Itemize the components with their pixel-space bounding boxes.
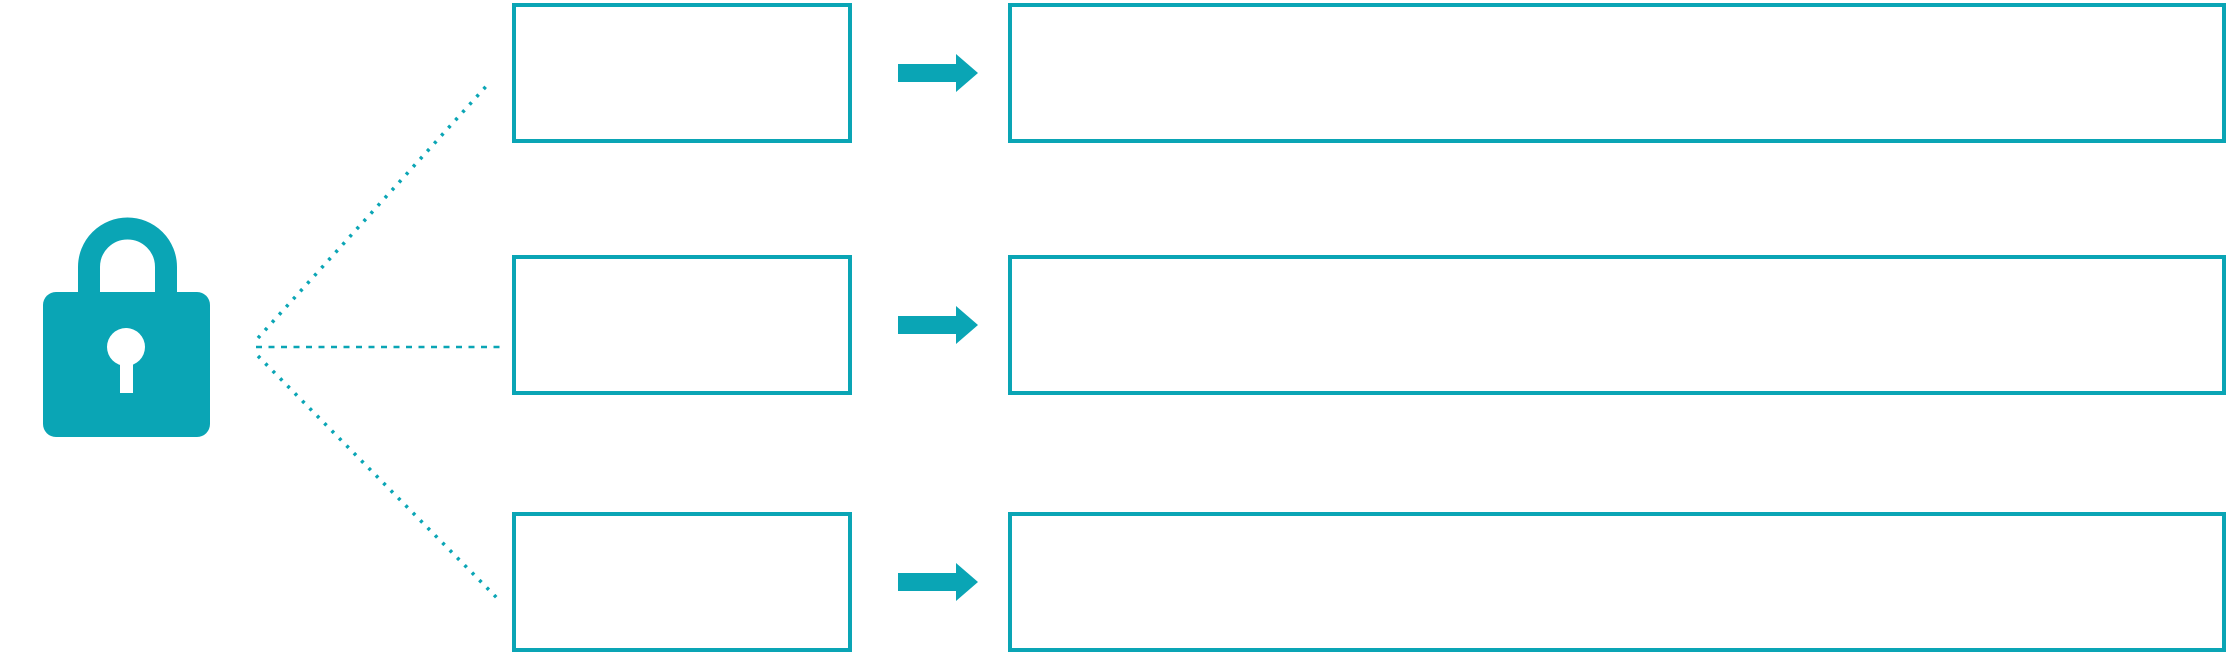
keyhole-icon <box>107 328 145 366</box>
source-box-3 <box>512 512 852 652</box>
dotted-connector-bottom <box>256 354 499 600</box>
source-box-2 <box>512 255 852 395</box>
right-arrow-icon <box>898 563 978 601</box>
right-arrow-icon <box>898 54 978 92</box>
source-box-1 <box>512 3 852 143</box>
target-box-2 <box>1008 255 2226 395</box>
target-box-1 <box>1008 3 2226 143</box>
lock-icon <box>43 217 210 437</box>
right-arrow-icon <box>898 306 978 344</box>
target-box-3 <box>1008 512 2226 652</box>
dotted-connector-top <box>256 80 492 340</box>
